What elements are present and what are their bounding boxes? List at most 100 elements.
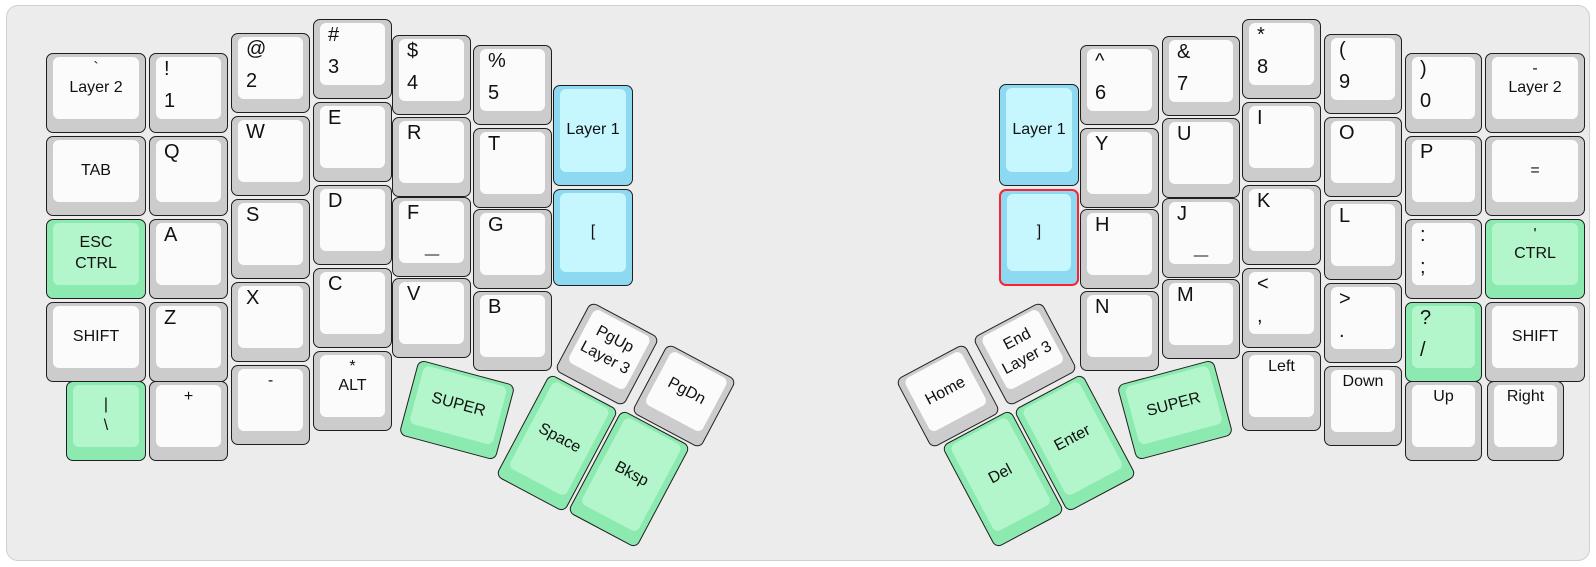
key-legend-bl: 1 — [164, 90, 176, 112]
key-rbracket[interactable]: ] — [999, 189, 1079, 286]
key-comma[interactable]: <, — [1242, 268, 1321, 348]
key-pipe-backslash[interactable]: | \ — [66, 381, 146, 461]
key-esc-ctrl[interactable]: ESC CTRL — [46, 219, 146, 299]
key-7[interactable]: &7 — [1162, 36, 1240, 116]
key-s[interactable]: S — [231, 199, 310, 279]
key-legend-tl: F — [407, 202, 420, 224]
key-left[interactable]: Left — [1242, 351, 1321, 431]
keycap-surface: Up — [1412, 385, 1475, 447]
key-f[interactable]: F — [392, 197, 471, 277]
key-legend-tl: ^ — [1095, 50, 1105, 72]
key-legend-bl: ; — [1420, 256, 1426, 278]
key-legend-bl: / — [1420, 339, 1426, 361]
keycap-surface: T — [480, 132, 545, 194]
keycap-surface: Home — [903, 350, 988, 434]
key-o[interactable]: O — [1324, 117, 1402, 197]
keycap-surface: PgDn — [644, 350, 729, 434]
key-t[interactable]: T — [473, 128, 552, 208]
key-lbracket[interactable]: [ — [553, 189, 633, 286]
key-legend-mid: Layer 2 — [1508, 78, 1562, 96]
keycap-surface: ESC CTRL — [53, 223, 139, 285]
key-semicolon[interactable]: :; — [1405, 219, 1482, 299]
keycap-surface: L — [1331, 204, 1395, 266]
key-l[interactable]: L — [1324, 200, 1402, 280]
key-period[interactable]: >. — [1324, 283, 1402, 363]
key-legend-tl: T — [488, 133, 501, 155]
keycap-surface: = — [1492, 140, 1578, 202]
key-0[interactable]: )0 — [1405, 53, 1482, 133]
key-legend-mid: ESC CTRL — [75, 234, 117, 272]
key-8[interactable]: *8 — [1242, 19, 1321, 99]
key-quote-ctrl[interactable]: 'CTRL — [1485, 219, 1585, 299]
keycap-surface: Q — [156, 140, 221, 202]
key-q[interactable]: Q — [149, 136, 228, 216]
key-alt[interactable]: *ALT — [313, 351, 392, 431]
key-2[interactable]: @2 — [231, 33, 310, 113]
key-g[interactable]: G — [473, 209, 552, 289]
key-v[interactable]: V — [392, 278, 471, 358]
keycap-surface: [ — [560, 193, 626, 272]
key-w[interactable]: W — [231, 116, 310, 196]
key-legend-tl: U — [1177, 123, 1192, 145]
key-legend-tl: W — [246, 121, 265, 143]
key-legend-tl: & — [1177, 41, 1191, 63]
keycap-surface: *8 — [1249, 23, 1314, 85]
key-equals[interactable]: = — [1485, 136, 1585, 216]
keycap-surface: TAB — [53, 140, 139, 202]
key-a[interactable]: A — [149, 219, 228, 299]
key-minus[interactable]: - — [231, 365, 310, 445]
key-tab[interactable]: TAB — [46, 136, 146, 216]
key-shift-right[interactable]: SHIFT — [1485, 302, 1585, 382]
key-x[interactable]: X — [231, 282, 310, 362]
keycap-surface: B — [480, 295, 545, 357]
key-legend-tl: P — [1420, 141, 1434, 163]
key-h[interactable]: H — [1080, 209, 1159, 289]
key-m[interactable]: M — [1162, 279, 1240, 359]
keycap-surface: SUPER — [408, 365, 508, 446]
key-j[interactable]: J — [1162, 198, 1240, 278]
key-legend-tl: V — [407, 283, 421, 305]
key-legend-tl: N — [1095, 296, 1110, 318]
key-6[interactable]: ^6 — [1080, 45, 1159, 125]
key-d[interactable]: D — [313, 185, 392, 265]
keycap-surface: D — [320, 189, 385, 251]
key-c[interactable]: C — [313, 268, 392, 348]
key-z[interactable]: Z — [149, 302, 228, 382]
key-y[interactable]: Y — [1080, 128, 1159, 208]
key-down[interactable]: Down — [1324, 366, 1402, 446]
key-5[interactable]: %5 — [473, 45, 552, 125]
key-up[interactable]: Up — [1405, 381, 1482, 461]
key-1[interactable]: !1 — [149, 53, 228, 133]
keycap-surface: Left — [1249, 355, 1314, 417]
keycap-surface: >. — [1331, 287, 1395, 349]
key-e[interactable]: E — [313, 102, 392, 182]
key-super-right[interactable]: SUPER — [1116, 359, 1234, 461]
key-k[interactable]: K — [1242, 185, 1321, 265]
keycap-surface: G — [480, 213, 545, 275]
key-right[interactable]: Right — [1487, 381, 1564, 461]
key-p[interactable]: P — [1405, 136, 1482, 216]
key-layer1-left[interactable]: Layer 1 — [553, 85, 633, 186]
key-u[interactable]: U — [1162, 118, 1240, 198]
key-layer2-left[interactable]: `Layer 2 — [46, 53, 146, 133]
key-n[interactable]: N — [1080, 291, 1159, 371]
keycap-surface: @2 — [238, 37, 303, 99]
key-4[interactable]: $4 — [392, 35, 471, 115]
key-shift-left[interactable]: SHIFT — [46, 302, 146, 382]
key-layer2-right[interactable]: -Layer 2 — [1485, 53, 1585, 133]
key-legend-bl: , — [1257, 305, 1263, 327]
key-b[interactable]: B — [473, 291, 552, 371]
key-i[interactable]: I — [1242, 102, 1321, 182]
key-3[interactable]: #3 — [313, 19, 392, 99]
key-plus[interactable]: + — [149, 381, 228, 461]
key-layer1-right[interactable]: Layer 1 — [999, 84, 1079, 186]
key-r[interactable]: R — [392, 117, 471, 197]
key-super-left[interactable]: SUPER — [398, 359, 516, 461]
key-slash[interactable]: ?/ — [1405, 302, 1482, 382]
keycap-surface: PgUp Layer 3 — [567, 308, 652, 392]
key-9[interactable]: (9 — [1324, 34, 1402, 114]
key-legend-tl: Q — [164, 141, 180, 163]
keycap-surface: X — [238, 286, 303, 348]
keycap-surface: ?/ — [1412, 306, 1475, 368]
